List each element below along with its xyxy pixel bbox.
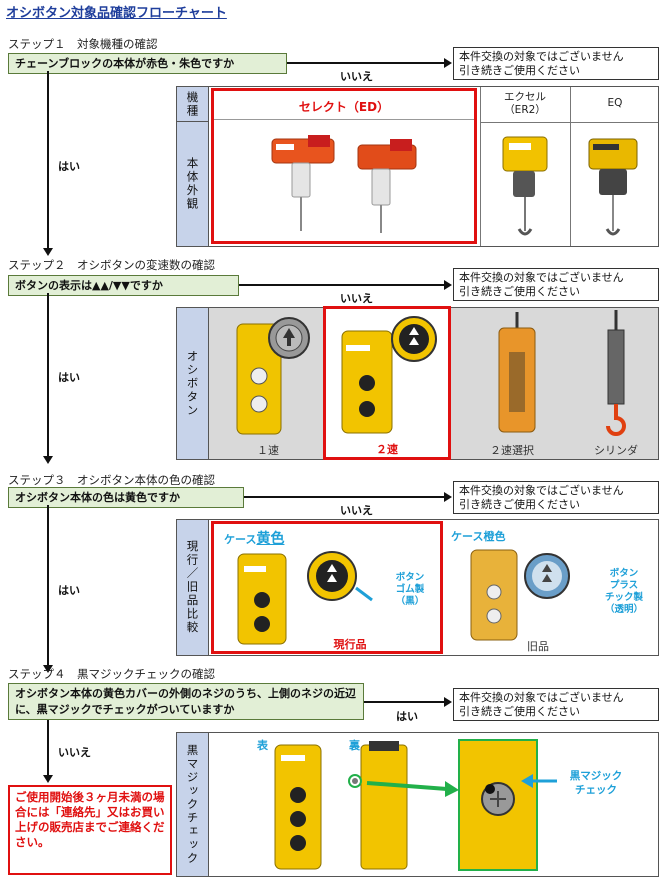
step4-panel: 黒マジックチェック 表 裏 黒マジック チェック bbox=[176, 732, 659, 877]
final-contact-box: ご使用開始後３ヶ月未満の場合には「連絡先」又はお買い上げの販売店までご連絡くださ… bbox=[8, 785, 172, 875]
pendant-2speed-select-image bbox=[498, 312, 536, 433]
step1-ed-highlight: セレクト（ED） bbox=[211, 88, 477, 244]
pendant-front-image bbox=[274, 744, 322, 870]
step3-no-label: いいえ bbox=[340, 504, 373, 517]
pendant-old-image bbox=[470, 549, 570, 641]
old-case-title: ケース橙色 bbox=[451, 530, 506, 543]
step2-no-label: いいえ bbox=[340, 292, 373, 305]
step1-side-appearance: 本体外観 bbox=[177, 122, 209, 246]
old-button-note: ボタン プラス チック製 （透明） bbox=[604, 568, 643, 615]
caption-2speed: ２速 bbox=[376, 443, 398, 456]
step2-no-arrowhead bbox=[444, 280, 452, 290]
model-header-ed: セレクト（ED） bbox=[298, 100, 390, 114]
step2-question: ボタンの表示は▲▲/▼▼ですか bbox=[8, 275, 239, 296]
hoist-eq-image bbox=[588, 138, 638, 236]
step3-label: ステップ３ オシボタン本体の色の確認 bbox=[8, 473, 215, 487]
current-button-note: ボタン ゴム製 （黒） bbox=[395, 572, 425, 607]
current-caption: 現行品 bbox=[333, 638, 367, 651]
step1-yes-label: はい bbox=[58, 160, 80, 173]
caption-1speed: １速 bbox=[257, 444, 279, 457]
step1-side-model: 機種 bbox=[177, 87, 209, 122]
green-arrow bbox=[366, 781, 459, 797]
step1-question: チェーンブロックの本体が赤色・朱色ですか bbox=[8, 53, 287, 74]
step2-yes-label: はい bbox=[58, 371, 80, 384]
step4-question: オシボタン本体の黄色カバーの外側のネジのうち、上側のネジの近辺に、黒マジックでチ… bbox=[8, 683, 364, 720]
step2-yes-arrowhead bbox=[43, 456, 53, 464]
step1-no-label: いいえ bbox=[340, 70, 373, 83]
pendant-2speed-image bbox=[341, 316, 437, 434]
step4-no-arrow bbox=[364, 701, 445, 703]
step3-notice: 本件交換の対象ではございません 引き続きご使用ください bbox=[453, 481, 659, 514]
step2-side: オシボタン bbox=[177, 308, 209, 459]
step1-yes-arrow bbox=[47, 71, 49, 249]
step2-2speed-highlight: ２速 bbox=[323, 306, 451, 460]
pendant-1speed-image bbox=[236, 317, 310, 435]
step2-no-arrow bbox=[239, 284, 445, 286]
step1-panel: 機種 本体外観 エクセル （ER2） EQ bbox=[176, 86, 659, 247]
step1-notice: 本件交換の対象ではございません 引き続きご使用ください bbox=[453, 47, 659, 80]
step4-side: 黒マジックチェック bbox=[177, 733, 209, 876]
step1-no-arrow bbox=[287, 62, 445, 64]
caption-2speed-select: ２速選択 bbox=[490, 444, 534, 457]
hoist-ed-image bbox=[271, 135, 417, 233]
step3-question: オシボタン本体の色は黄色ですか bbox=[8, 487, 244, 508]
caption-cylinder: シリンダ bbox=[594, 444, 638, 457]
step4-label: ステップ４ 黒マジックチェックの確認 bbox=[8, 667, 215, 681]
pendant-cylinder-image bbox=[606, 310, 626, 436]
closeup-frame bbox=[458, 739, 538, 871]
hoist-er2-image bbox=[502, 136, 548, 236]
step2-label: ステップ２ オシボタンの変速数の確認 bbox=[8, 258, 215, 272]
step4-no-label: はい bbox=[396, 710, 418, 723]
front-label: 表 bbox=[257, 739, 268, 752]
step1-label: ステップ１ 対象機種の確認 bbox=[8, 37, 158, 51]
model-header-er2: エクセル （ER2） bbox=[504, 91, 546, 116]
step1-yes-arrowhead bbox=[43, 248, 53, 256]
magic-arrow bbox=[521, 774, 557, 788]
model-header-eq: EQ bbox=[607, 97, 623, 109]
step3-yes-arrow bbox=[47, 505, 49, 666]
page-title: オシボタン対象品確認フローチャート bbox=[6, 6, 227, 21]
magic-check-note: 黒マジック チェック bbox=[569, 770, 623, 796]
pendant-current-image bbox=[237, 551, 373, 645]
screw-closeup-image bbox=[481, 782, 515, 816]
step3-yes-label: はい bbox=[58, 584, 80, 597]
step3-no-arrowhead bbox=[444, 492, 452, 502]
step4-no-arrowhead bbox=[444, 697, 452, 707]
step2-notice: 本件交換の対象ではございません 引き続きご使用ください bbox=[453, 268, 659, 301]
step4-answer-arrowhead bbox=[43, 775, 53, 783]
step4-answer-label: いいえ bbox=[58, 746, 91, 759]
step2-yes-arrow bbox=[47, 293, 49, 457]
back-label: 裏 bbox=[349, 739, 360, 752]
pendant-back-image bbox=[348, 741, 408, 870]
step3-yes-arrowhead bbox=[43, 665, 53, 673]
old-caption: 旧品 bbox=[527, 640, 549, 653]
step1-no-arrowhead bbox=[444, 58, 452, 68]
step3-side: 現行／旧品比較 bbox=[177, 520, 209, 655]
step4-answer-arrow bbox=[47, 720, 49, 776]
step3-no-arrow bbox=[244, 496, 445, 498]
step3-current-highlight: ケース黄色 ボタン ゴム製 （黒） 現行品 bbox=[211, 521, 443, 654]
current-case-title: ケース黄色 bbox=[224, 531, 285, 547]
step4-notice: 本件交換の対象ではございません 引き続きご使用ください bbox=[453, 688, 659, 721]
